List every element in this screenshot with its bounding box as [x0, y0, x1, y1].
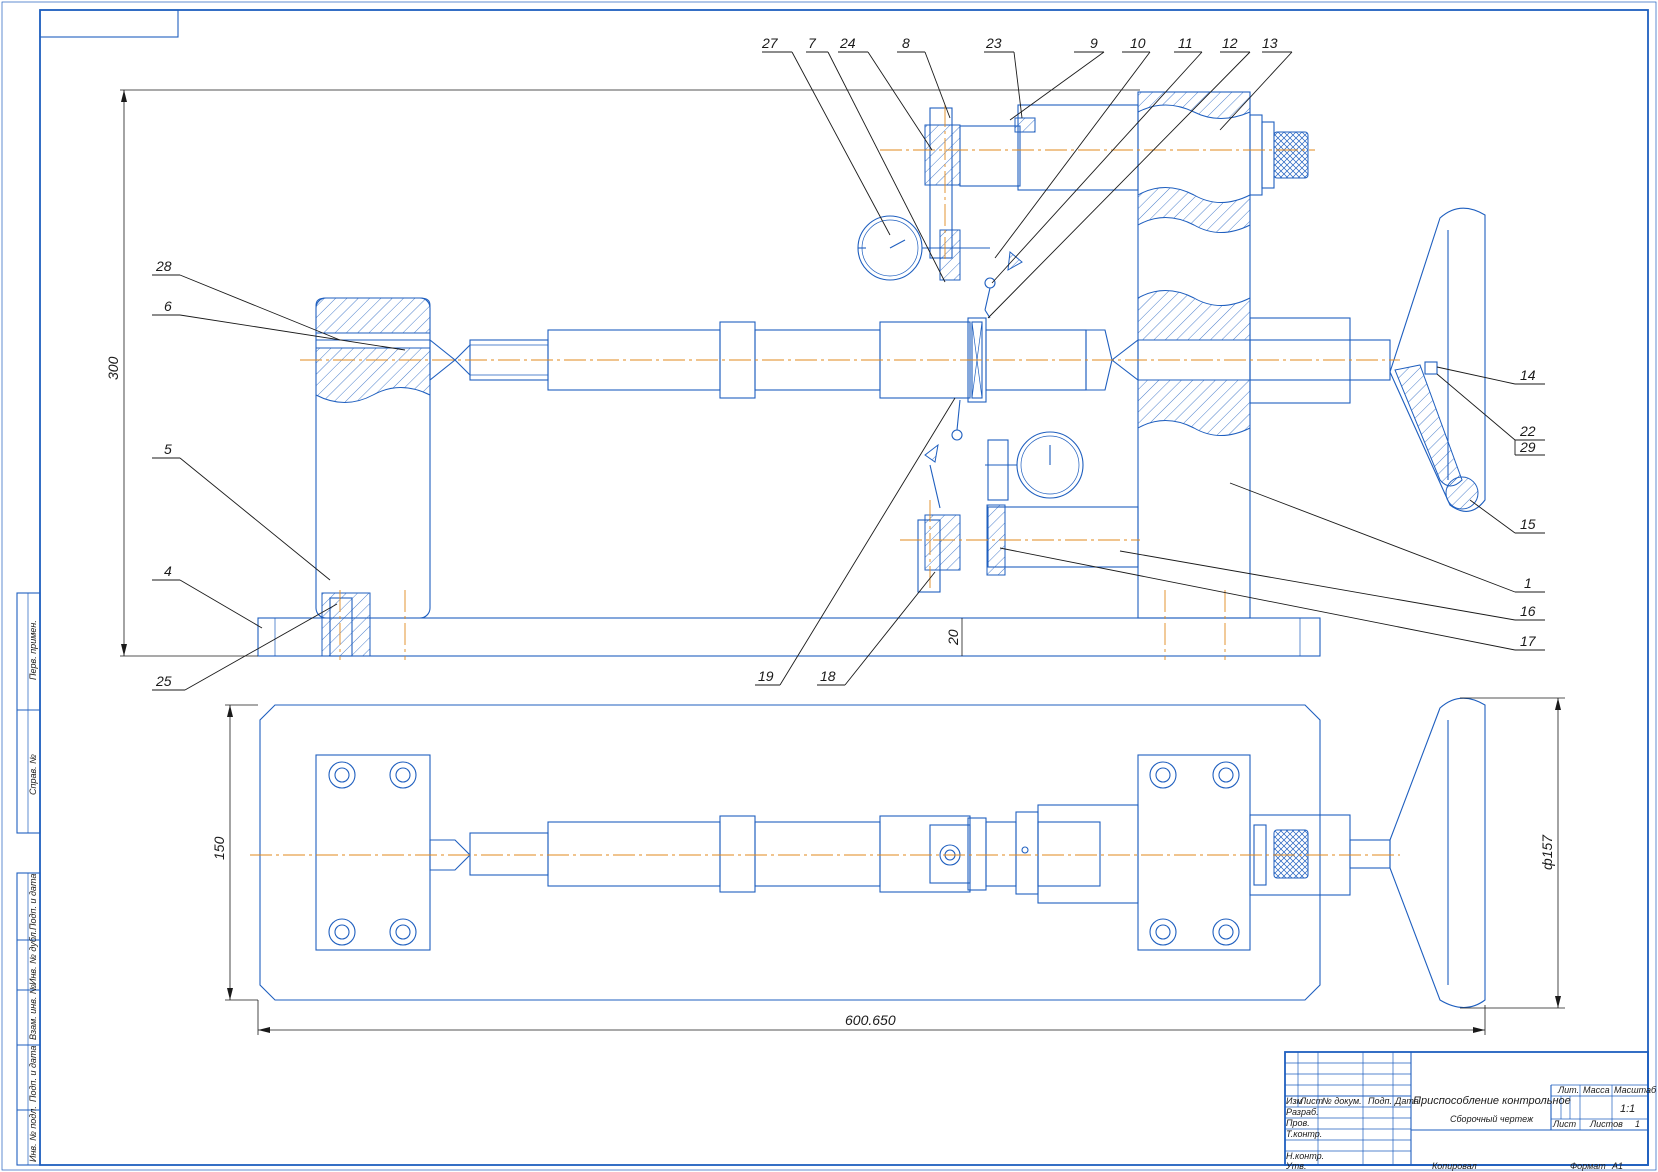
- callouts: 27 7 24 8 23 9 10 11 12 13 28 6 5 4 25 1…: [152, 35, 1545, 691]
- callout-25: 22: [1519, 423, 1536, 439]
- handwheel-plan: [1389, 697, 1486, 1009]
- tb-header-doc: № докум.: [1322, 1096, 1362, 1106]
- knurled-knob: [1273, 131, 1309, 179]
- callout-23: 24: [839, 35, 856, 51]
- drawing-subtitle: Сборочный чертеж: [1450, 1114, 1534, 1124]
- tb-sheet-label: Лист: [1552, 1119, 1577, 1129]
- drawing-title: Приспособление контрольное: [1413, 1095, 1571, 1107]
- callout-12: 12: [1222, 35, 1238, 51]
- callout-15: 15: [1520, 516, 1536, 532]
- tb-header-list: Лист: [1299, 1096, 1324, 1106]
- callout-17: 17: [1520, 633, 1537, 649]
- stamp-text: Подп. и дата: [28, 874, 38, 930]
- tb-copied: Копировал: [1432, 1161, 1477, 1171]
- callout-13: 13: [1262, 35, 1278, 51]
- dim-height: 300: [105, 356, 121, 380]
- side-stamp: Перв. примен. Справ. № Подп. и дата Инв.…: [16, 592, 41, 1166]
- tb-row-prov: Пров.: [1286, 1118, 1310, 1128]
- tb-format-value: А1: [1611, 1161, 1623, 1171]
- tb-header-podp: Подп.: [1368, 1096, 1392, 1106]
- callout-29: 29: [1519, 439, 1536, 455]
- right-headstock: [1137, 91, 1251, 619]
- callout-18: 18: [820, 668, 836, 684]
- callout-11: 11: [1178, 35, 1193, 51]
- callout-19: 19: [758, 668, 774, 684]
- tb-mass-label: Масса: [1583, 1085, 1610, 1095]
- callout-10: 10: [1130, 35, 1146, 51]
- base-plate-plan: [259, 704, 1321, 1001]
- callout-7: 7: [808, 35, 817, 51]
- tb-row-nkontr: Н.контр.: [1286, 1151, 1324, 1161]
- handwheel-side: [1389, 207, 1486, 512]
- stamp-text: Перв. примен.: [28, 620, 38, 680]
- dim-base-thickness: 20: [945, 629, 961, 646]
- tb-lit-label: Лит.: [1557, 1085, 1579, 1095]
- bolt-24: [321, 592, 371, 657]
- callout-22: 23: [985, 35, 1002, 51]
- tb-scale-label: Масштаб: [1614, 1085, 1657, 1095]
- callout-1: 1: [1524, 575, 1532, 591]
- stamp-text: Инв. № дубл.: [28, 930, 38, 985]
- plan-view: 150 600.650 ф157: [211, 697, 1565, 1035]
- stamp-text: Инв. № подл.: [28, 1106, 38, 1162]
- callout-5: 5: [164, 441, 172, 457]
- base-plate: [257, 617, 1321, 657]
- tb-row-razrab: Разраб.: [1286, 1107, 1319, 1117]
- callout-8: 8: [902, 35, 910, 51]
- tb-sheets-value: 1: [1635, 1119, 1640, 1129]
- tb-header-date: Дата: [1394, 1096, 1419, 1106]
- stamp-text: Подп. и дата: [28, 1046, 38, 1102]
- callout-28: 28: [155, 258, 172, 274]
- callout-9: 9: [1090, 35, 1098, 51]
- tb-format-label: Формат: [1570, 1161, 1606, 1171]
- dim-handwheel: ф157: [1539, 834, 1555, 870]
- tb-scale-value: 1:1: [1620, 1103, 1635, 1115]
- tb-header-izm: Изм: [1286, 1096, 1303, 1106]
- stamp-text: Взам. инв. №: [28, 984, 38, 1040]
- dim-length: 600.650: [845, 1012, 896, 1028]
- tb-row-tkontr: Т.контр.: [1286, 1129, 1322, 1139]
- title-block: Изм Лист № докум. Подп. Дата Разраб. Про…: [1284, 1051, 1657, 1171]
- clamp-22: [1014, 117, 1036, 133]
- stamp-text: Справ. №: [28, 754, 38, 795]
- left-center-point: [429, 338, 456, 382]
- callout-27: 27: [761, 35, 779, 51]
- callout-4: 4: [164, 563, 172, 579]
- callout-14: 14: [1520, 367, 1536, 383]
- dim-plan-width: 150: [211, 836, 227, 860]
- front-view: 300 20: [105, 89, 1486, 660]
- left-center-stock: [315, 297, 431, 619]
- callout-24: 25: [155, 673, 172, 689]
- callout-6: 6: [164, 298, 172, 314]
- tb-row-utv: Утв.: [1285, 1161, 1306, 1171]
- tb-sheets-label: Листов: [1589, 1119, 1623, 1129]
- callout-16: 16: [1520, 603, 1536, 619]
